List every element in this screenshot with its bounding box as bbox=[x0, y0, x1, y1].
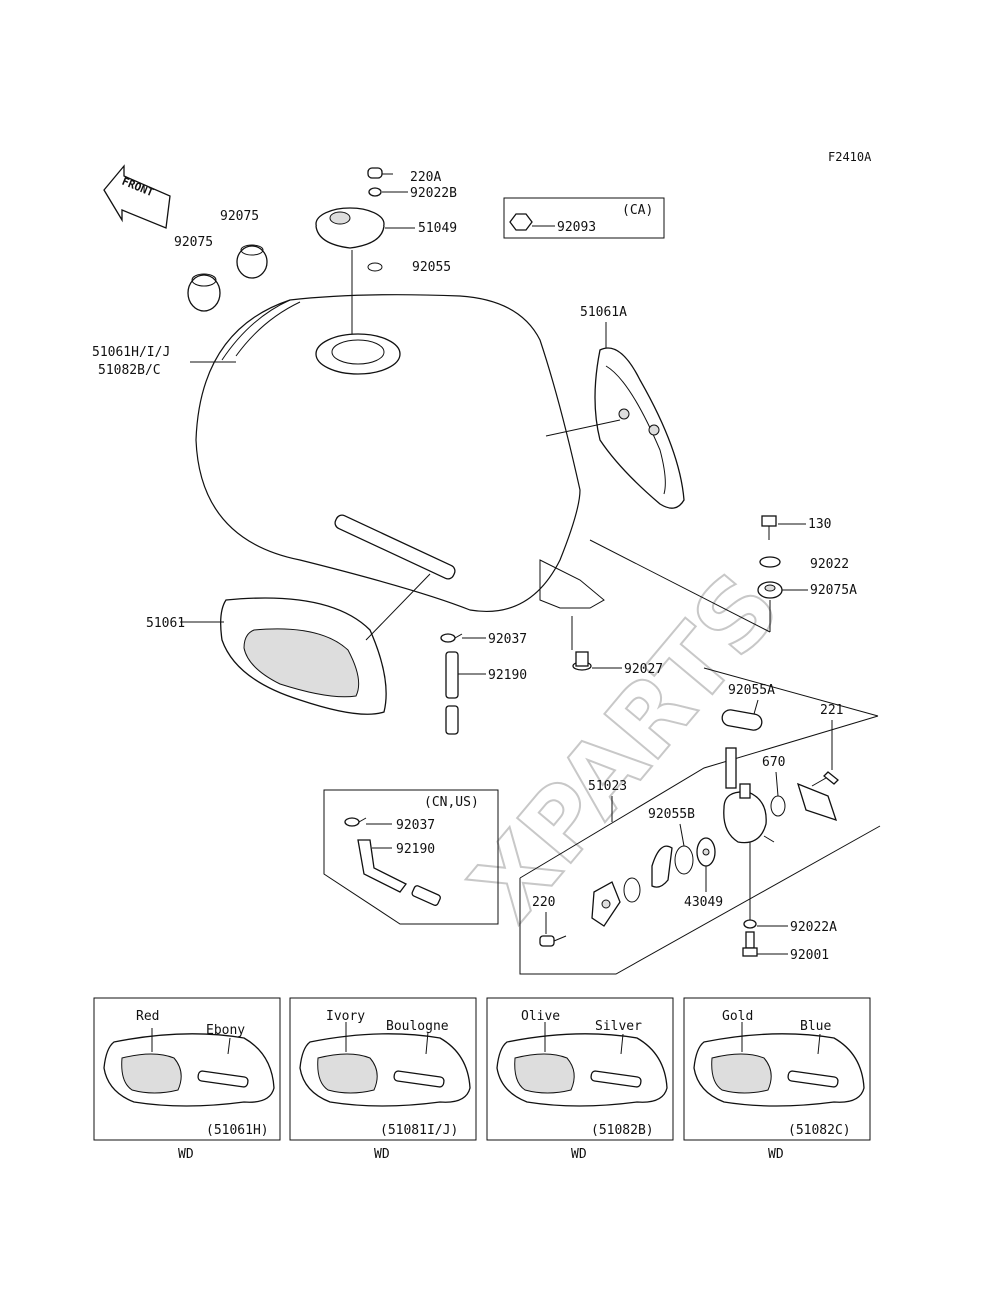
callout-51061HIJ: 51061H/I/J bbox=[92, 345, 170, 360]
screw-220-icon bbox=[539, 935, 567, 947]
hose-92190-end bbox=[445, 705, 459, 735]
filter-cup bbox=[651, 845, 673, 888]
callout-92037: 92037 bbox=[488, 632, 527, 647]
callout-92075A: 92075A bbox=[810, 583, 857, 598]
gasket-92055A-icon bbox=[721, 709, 763, 731]
hose-92190-icon bbox=[445, 651, 459, 699]
callout-92075-b: 92075 bbox=[220, 209, 259, 224]
variant-panel-1: Red Ebony (51061H) WD bbox=[93, 997, 281, 1162]
callout-51082BC: 51082B/C bbox=[98, 363, 161, 378]
variant-3-part: (51082B) bbox=[591, 1123, 654, 1138]
fuel-tank bbox=[195, 294, 605, 650]
bolt-92001-icon bbox=[742, 931, 758, 957]
o-ring-small bbox=[623, 877, 641, 903]
callout-92055A: 92055A bbox=[728, 683, 775, 698]
variant-4-part: (51082C) bbox=[788, 1123, 851, 1138]
callout-92075-a: 92075 bbox=[174, 235, 213, 250]
clamp-92037-icon bbox=[440, 633, 463, 643]
cnus-callout-92190: 92190 bbox=[396, 842, 435, 857]
ca-box: (CA) 92093 bbox=[503, 197, 665, 239]
callout-51061A: 51061A bbox=[580, 305, 627, 320]
washer-92022-icon bbox=[759, 556, 781, 568]
fuel-cock-body bbox=[723, 747, 775, 844]
variant-4-note: WD bbox=[768, 1147, 784, 1162]
callout-92093: 92093 bbox=[557, 220, 596, 235]
variant-1-color2: Ebony bbox=[206, 1023, 245, 1038]
fuel-cock-assembly: 51023 92055A 221 670 92055B bbox=[519, 667, 881, 975]
callout-51023: 51023 bbox=[588, 779, 627, 794]
variant-2-note: WD bbox=[374, 1147, 390, 1162]
filler-neck bbox=[315, 333, 401, 375]
bolt-130-icon bbox=[761, 515, 777, 540]
cnus-callout-92037: 92037 bbox=[396, 818, 435, 833]
o-ring-92055B-icon bbox=[674, 845, 694, 875]
cover-plate bbox=[796, 782, 838, 822]
callout-220A: 220A bbox=[410, 170, 441, 185]
variant-1-note: WD bbox=[178, 1147, 194, 1162]
ca-box-label: (CA) bbox=[622, 203, 653, 218]
fuel-cap-51049-icon bbox=[315, 207, 385, 249]
front-arrow-icon: FRONT bbox=[103, 164, 171, 229]
callout-92190: 92190 bbox=[488, 668, 527, 683]
collar-92027-icon bbox=[572, 651, 592, 671]
callout-51049: 51049 bbox=[418, 221, 457, 236]
damper-92075-right bbox=[236, 244, 268, 279]
tank-badge-slot bbox=[334, 514, 456, 580]
figure-code: F2410A bbox=[828, 150, 872, 164]
variant-panel-4: Gold Blue (51082C) WD bbox=[683, 997, 871, 1162]
callout-43049: 43049 bbox=[684, 895, 723, 910]
clamp-92037-cnus-icon bbox=[344, 817, 367, 827]
screw-220A-icon bbox=[367, 167, 393, 179]
variant-4-color2: Blue bbox=[800, 1019, 831, 1034]
hose-92190-cnus-icon bbox=[357, 839, 407, 893]
callout-92055B: 92055B bbox=[648, 807, 695, 822]
washer-92022A-icon bbox=[743, 919, 757, 929]
callout-220: 220 bbox=[532, 895, 555, 910]
damper-92075-left bbox=[187, 273, 221, 312]
callout-670: 670 bbox=[762, 755, 785, 770]
variant-1-color1: Red bbox=[136, 1009, 159, 1024]
callout-92027: 92027 bbox=[624, 662, 663, 677]
cnus-box-label: (CN,US) bbox=[424, 795, 479, 810]
callout-92055: 92055 bbox=[412, 260, 451, 275]
nut-92093-icon bbox=[509, 213, 533, 231]
variant-3-color2: Silver bbox=[595, 1019, 642, 1034]
variant-3-color1: Olive bbox=[521, 1009, 560, 1024]
variant-2-color1: Ivory bbox=[326, 1009, 365, 1024]
variant-panel-3: Olive Silver (51082B) WD bbox=[486, 997, 674, 1162]
callout-92022B: 92022B bbox=[410, 186, 457, 201]
o-ring-670-icon bbox=[770, 795, 786, 817]
hose-92190-cnus-end bbox=[411, 885, 441, 906]
variant-2-color2: Boulogne bbox=[386, 1019, 449, 1034]
callout-92022: 92022 bbox=[810, 557, 849, 572]
o-ring-92055-icon bbox=[367, 262, 383, 272]
variant-3-note: WD bbox=[571, 1147, 587, 1162]
callout-221: 221 bbox=[820, 703, 843, 718]
side-cover-51061 bbox=[220, 597, 387, 715]
cnus-box: (CN,US) 92037 92190 bbox=[323, 789, 499, 925]
side-cover-51061A bbox=[594, 347, 685, 509]
variant-panel-2: Ivory Boulogne (51081I/J) WD bbox=[289, 997, 477, 1162]
variant-1-part: (51061H) bbox=[206, 1123, 269, 1138]
callout-130: 130 bbox=[808, 517, 831, 532]
damper-92075A-icon bbox=[757, 581, 783, 599]
variant-4-color1: Gold bbox=[722, 1009, 753, 1024]
callout-92001: 92001 bbox=[790, 948, 829, 963]
callout-92022A: 92022A bbox=[790, 920, 837, 935]
callout-51061: 51061 bbox=[146, 616, 185, 631]
washer-92022B-icon bbox=[368, 187, 382, 197]
variant-2-part: (51081I/J) bbox=[380, 1123, 458, 1138]
gasket-43049-icon bbox=[696, 837, 716, 867]
screw-221-icon bbox=[811, 771, 839, 787]
